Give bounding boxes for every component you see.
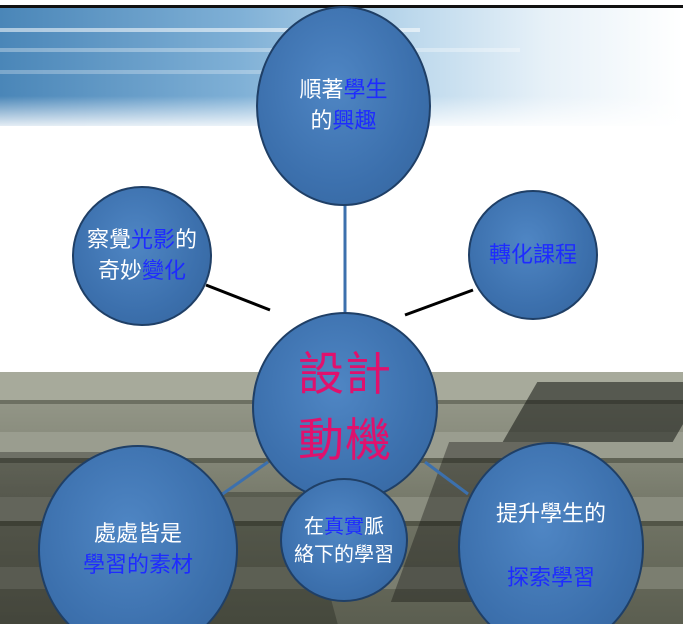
text-segment: 的 xyxy=(175,228,198,253)
text-segment: 奇妙 xyxy=(97,259,142,284)
connector-lower-right xyxy=(424,460,469,496)
center-bubble: 設計 動機 xyxy=(252,312,438,502)
lower-left-bubble: 處處皆是 學習的素材 xyxy=(38,445,238,624)
text-segment-highlight: 光影 xyxy=(130,228,175,253)
upper-left-bubble-line1: 察覺光影的 xyxy=(87,225,197,256)
top-bubble: 順著學生 的興趣 xyxy=(256,6,431,206)
lower-right-bubble: 提升學生的 探索學習 xyxy=(458,442,644,624)
text-segment-highlight: 變化 xyxy=(141,259,186,284)
connector-lower-left xyxy=(213,460,269,502)
text-segment-highlight: 真實 xyxy=(324,514,364,538)
connector-upper-left xyxy=(205,283,271,312)
text-segment: 察覺 xyxy=(86,228,131,253)
bottom-center-bubble-line2: 絡下的學習 xyxy=(294,542,394,566)
text-segment: 順著 xyxy=(299,78,344,103)
top-bubble-line2: 的興趣 xyxy=(299,106,387,137)
connector-upper-right xyxy=(404,288,474,317)
text-segment-highlight: 興趣 xyxy=(332,109,377,134)
banner-stripe xyxy=(0,28,420,32)
upper-left-bubble-line2: 奇妙變化 xyxy=(87,256,197,287)
upper-right-bubble: 轉化課程 xyxy=(468,190,598,320)
spacer xyxy=(496,532,606,562)
bottom-center-bubble-line1: 在真實脈 xyxy=(294,512,394,540)
banner-stripe xyxy=(0,48,520,52)
upper-right-bubble-text: 轉化課程 xyxy=(488,242,577,268)
center-text-line1: 設計 xyxy=(298,347,392,401)
upper-left-bubble: 察覺光影的 奇妙變化 xyxy=(72,186,212,326)
text-segment: 脈 xyxy=(364,514,384,538)
text-segment-highlight: 學生 xyxy=(343,78,388,103)
banner-stripe xyxy=(0,70,380,74)
lower-left-bubble-line1: 處處皆是 xyxy=(93,522,182,547)
lower-right-bubble-line1: 提升學生的 xyxy=(495,502,606,527)
lower-right-bubble-line2: 探索學習 xyxy=(506,566,595,591)
text-segment: 的 xyxy=(310,109,333,134)
lower-left-bubble-line2: 學習的素材 xyxy=(82,553,193,578)
center-text-line2: 動機 xyxy=(298,413,392,467)
top-bubble-line1: 順著學生 xyxy=(299,75,387,106)
bottom-center-bubble: 在真實脈 絡下的學習 xyxy=(280,478,408,602)
text-segment: 在 xyxy=(304,514,324,538)
